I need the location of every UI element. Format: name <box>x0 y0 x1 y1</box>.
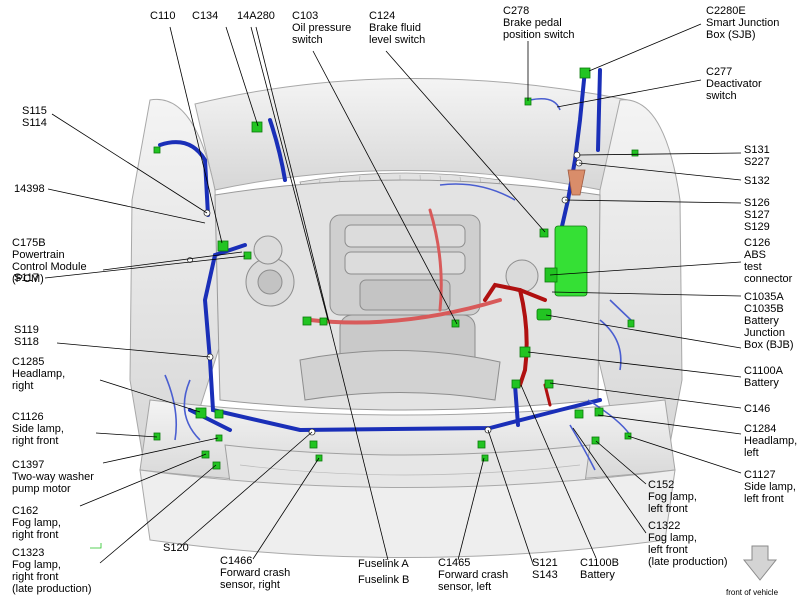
label-c146: C146 <box>744 403 771 415</box>
wiring-harness-blue-thin <box>164 97 634 471</box>
label-fuselink-b: Fuselink B <box>358 574 410 586</box>
label-c1465: C1465 Forward crash sensor, left <box>438 557 509 593</box>
label-s115: S115 S114 <box>22 105 47 129</box>
label-s132: S132 <box>744 175 770 187</box>
wiring-harness-blue <box>158 68 602 433</box>
label-fuselink-a: Fuselink A <box>358 558 409 570</box>
label-c103: C103 Oil pressure switch <box>292 10 352 46</box>
label-c1100b: C1100B Battery <box>580 557 619 581</box>
label-c134: C134 <box>192 10 219 22</box>
label-c1126: C1126 Side lamp, right front <box>12 411 64 447</box>
label-c1466: C1466 Forward crash sensor, right <box>220 555 291 591</box>
label-c2280e: C2280E Smart Junction Box (SJB) <box>706 5 780 41</box>
label-c124: C124 Brake fluid level switch <box>369 10 426 46</box>
label-c1127: C1127 Side lamp, left front <box>744 469 796 505</box>
label-c1322: C1322 Fog lamp, left front (late product… <box>648 520 728 568</box>
label-14a280: 14A280 <box>237 10 275 22</box>
steering-boot <box>567 169 586 196</box>
lower-bumper <box>139 469 676 558</box>
label-c1323: C1323 Fog lamp, right front (late produc… <box>12 547 92 595</box>
label-s121: S121 S143 <box>532 557 558 581</box>
label-c1285: C1285 Headlamp, right <box>12 356 66 392</box>
label-s131: S131 S227 <box>744 144 770 168</box>
label-c152: C152 Fog lamp, left front <box>648 479 697 515</box>
label-s117: S117 <box>14 272 39 284</box>
label-s119: S119 S118 <box>14 324 39 348</box>
label-c126: C126 ABS test connector <box>744 237 793 285</box>
label-s120: S120 <box>163 542 189 554</box>
label-c278: C278 Brake pedal position switch <box>503 5 575 41</box>
wiring-harness-red <box>308 208 552 407</box>
label-c1284: C1284 Headlamp, left <box>744 423 798 459</box>
leader-lines <box>44 23 742 565</box>
label-c1397: C1397 Two-way washer pump motor <box>12 459 94 495</box>
label-s126: S126 S127 S129 <box>744 197 770 233</box>
label-c162: C162 Fog lamp, right front <box>12 505 61 541</box>
label-c1035: C1035A C1035B Battery Junction Box (BJB) <box>744 291 794 351</box>
label-c175b: C175B Powertrain Control Module (PCM) <box>12 237 87 285</box>
label-c277: C277 Deactivator switch <box>706 66 762 102</box>
label-c110: C110 <box>150 10 176 22</box>
green-connectors <box>153 67 639 470</box>
label-c1100a: C1100A Battery <box>744 365 783 389</box>
front-of-vehicle-label: front of vehicle <box>726 588 779 597</box>
front-of-vehicle-arrow-icon <box>742 545 778 581</box>
label-14398: 14398 <box>14 183 45 195</box>
